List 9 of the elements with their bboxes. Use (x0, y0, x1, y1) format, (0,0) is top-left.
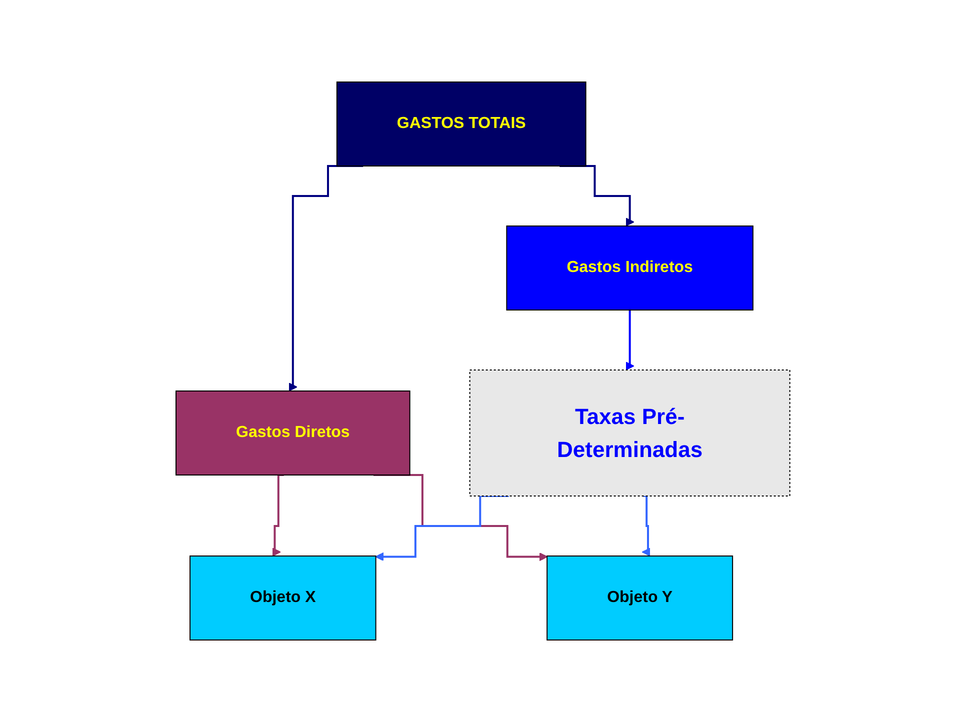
arrow (272, 474, 284, 556)
node-box: GASTOS TOTAIS (336, 82, 586, 166)
arrow (625, 309, 634, 370)
arrow (641, 495, 650, 556)
node-box: Gastos Diretos (175, 390, 410, 476)
node-box: Taxas Pré-Determinadas (468, 370, 790, 496)
node-box: Objeto Y (546, 556, 733, 640)
node-box: Objeto X (189, 556, 376, 640)
node-box: Gastos Indiretos (506, 226, 754, 310)
